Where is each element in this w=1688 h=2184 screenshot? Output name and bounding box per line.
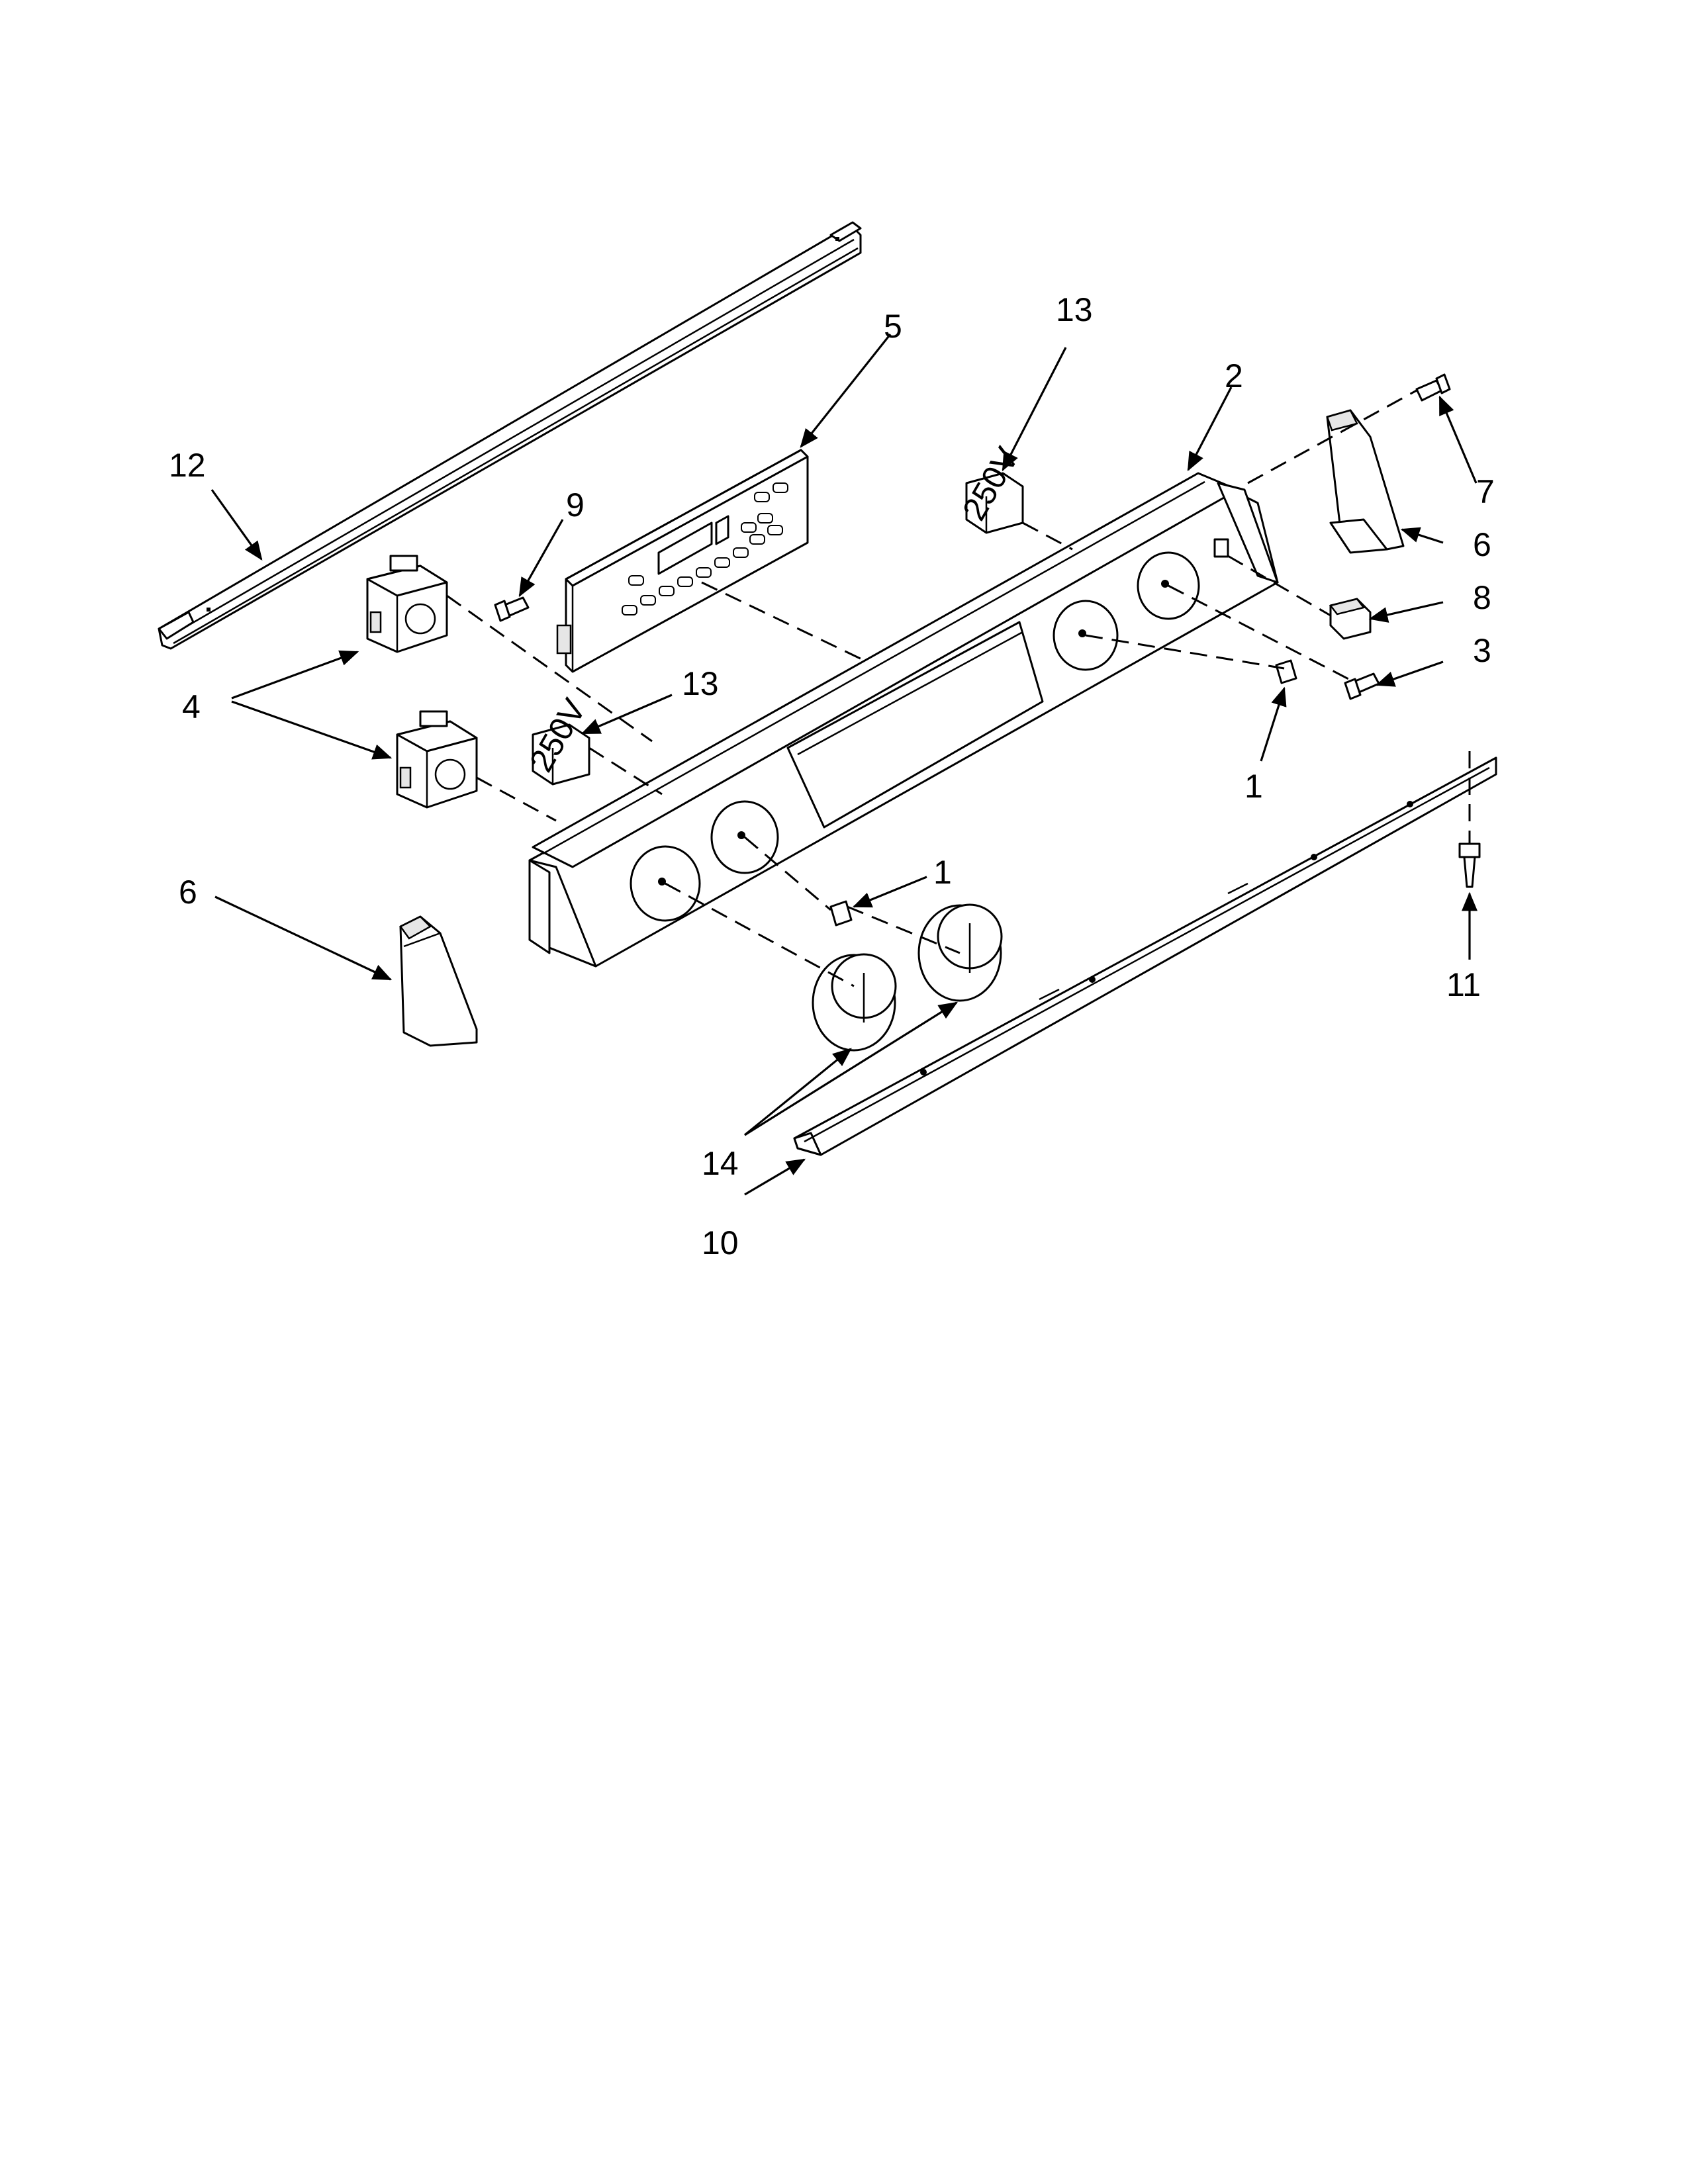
- callout-13-upper: 13: [1056, 291, 1093, 328]
- part-8-rocker-switch: [1329, 598, 1372, 640]
- part-10-bottom-bracket: [793, 756, 1497, 1156]
- part-13-switch-center: 250V: [522, 692, 593, 786]
- callout-8: 8: [1473, 579, 1491, 616]
- part-6-end-cap-left: [399, 915, 478, 1047]
- part-7-screw: [1415, 373, 1451, 402]
- callout-11: 11: [1446, 966, 1481, 1003]
- part-3-screw: [1344, 672, 1380, 700]
- part-1-stem-left: [829, 900, 853, 927]
- callout-13-center: 13: [682, 665, 719, 702]
- callout-1-right: 1: [1244, 768, 1263, 805]
- callout-1-left: 1: [933, 854, 952, 891]
- part-1-stem-right: [1275, 659, 1297, 684]
- assembly-lines: [446, 389, 1471, 987]
- callout-14: 14: [702, 1145, 739, 1182]
- callout-12: 12: [169, 447, 206, 484]
- callout-labels: 12 5 9 4 13 13 2 7 6 8 3 1 1 6 11 14 10: [169, 291, 1495, 1261]
- part-5-control-overlay: [556, 449, 809, 673]
- callout-2: 2: [1225, 357, 1243, 394]
- callout-9: 9: [566, 486, 585, 523]
- callout-10: 10: [702, 1224, 739, 1261]
- leader-lines: [211, 334, 1477, 1196]
- part-12-trim-strip: [158, 221, 862, 650]
- part-9-screw: [494, 596, 530, 622]
- part-6-end-cap-right: [1326, 409, 1405, 554]
- callout-3: 3: [1473, 632, 1491, 669]
- part-2-console-panel: [528, 472, 1279, 968]
- callout-4: 4: [182, 688, 201, 725]
- callout-6-right: 6: [1473, 526, 1491, 563]
- callout-6-left: 6: [179, 874, 197, 911]
- callout-7: 7: [1476, 473, 1495, 510]
- part-4-infinite-switch-lower: [396, 710, 478, 809]
- part-14-knob-left: [812, 953, 897, 1052]
- part-4-infinite-switch-upper: [366, 555, 448, 653]
- part-11-screw: [1458, 842, 1481, 888]
- callout-5: 5: [884, 308, 902, 345]
- part-14-knob-right: [917, 903, 1003, 1002]
- part-13-switch-upper: 250V: [955, 441, 1026, 534]
